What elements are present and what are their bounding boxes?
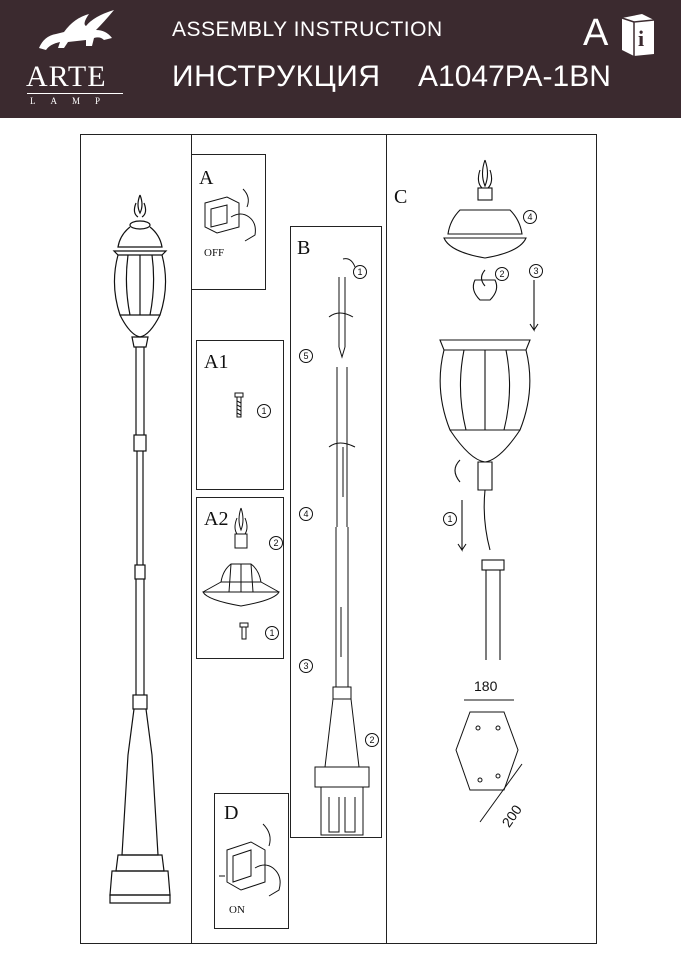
- b-step-2: 2: [365, 733, 379, 747]
- pole-assembly-drawing: [314, 258, 370, 836]
- b-step-3: 3: [299, 659, 313, 673]
- language-letter: A: [583, 12, 609, 54]
- dimension-width: 180: [474, 678, 498, 694]
- model-number: A1047PA-1BN: [418, 60, 611, 93]
- brand-name: ARTE: [26, 60, 107, 93]
- panel-b-label: B: [297, 237, 311, 259]
- divider-right: [386, 134, 387, 944]
- divider-left: [191, 134, 192, 944]
- panel-a2: A2 2 1: [196, 497, 284, 659]
- instruction-frame: [80, 134, 597, 944]
- panel-a-caption: OFF: [204, 247, 225, 259]
- panel-a-switch-off: A OFF: [191, 154, 266, 290]
- info-glyph: i: [638, 26, 645, 51]
- panel-c-label: C: [394, 186, 408, 208]
- lamp-post-drawing: [109, 194, 171, 904]
- title-english: ASSEMBLY INSTRUCTION: [172, 18, 443, 41]
- b-step-4: 4: [299, 507, 313, 521]
- c-step-3: 3: [529, 264, 543, 278]
- bolt-icon: [239, 622, 249, 640]
- panel-d-switch-on: D ON: [214, 793, 289, 929]
- panel-b: B 1 5 4 3 2: [290, 226, 382, 838]
- a2-step-2: 2: [269, 536, 283, 550]
- c-step-2: 2: [495, 267, 509, 281]
- brand-divider: [27, 93, 123, 94]
- screw-icon: [234, 392, 244, 418]
- c-step-4: 4: [523, 210, 537, 224]
- info-book-icon: [621, 14, 655, 56]
- c-step-1: 1: [443, 512, 457, 526]
- lamp-cap-drawing: [202, 507, 280, 607]
- brand-subtitle: LAMP: [30, 96, 116, 106]
- title-russian: ИНСТРУКЦИЯ: [172, 60, 381, 93]
- panel-d-caption: ON: [229, 904, 245, 916]
- panel-d-label: D: [224, 802, 239, 824]
- switch-hand-icon: [219, 823, 281, 897]
- header-bar: ARTE LAMP ASSEMBLY INSTRUCTION ИНСТРУКЦИ…: [0, 0, 681, 118]
- a2-step-1: 1: [265, 626, 279, 640]
- panel-a2-label: A2: [204, 508, 229, 530]
- lantern-assembly-drawing: [439, 159, 539, 660]
- panel-a-label: A: [199, 167, 214, 189]
- a1-step-1: 1: [257, 404, 271, 418]
- switch-hand-icon: [204, 188, 256, 242]
- panel-a1: A1 1: [196, 340, 284, 490]
- panel-a1-label: A1: [204, 351, 229, 373]
- b-step-5: 5: [299, 349, 313, 363]
- lion-logo-icon: [39, 10, 114, 50]
- b-step-1: 1: [353, 265, 367, 279]
- base-footprint-drawing: [455, 699, 523, 823]
